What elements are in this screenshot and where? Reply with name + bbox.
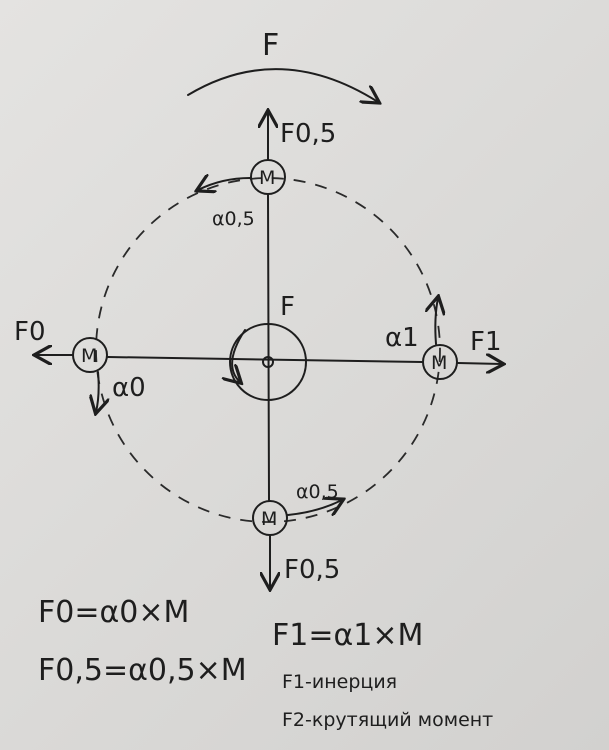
vertical-axis: [267, 194, 270, 501]
svg-text:M: M: [431, 352, 447, 374]
left-acceleration-arrow: [96, 371, 99, 412]
formula-f1: F1=α1×M: [272, 618, 423, 653]
center-torque-arrow: [232, 329, 246, 382]
top-acceleration-text: α0,5: [212, 208, 255, 230]
note-torque: F2-крутящий момент: [282, 709, 493, 731]
note-inertia: F1-инерция: [282, 671, 397, 693]
right-force-arrow: [457, 363, 502, 364]
orbit-circle: [95, 177, 441, 523]
top-force-label: F: [262, 28, 279, 63]
bottom-acceleration-arrow: [287, 500, 342, 515]
left-force-text: F0: [14, 317, 46, 347]
svg-text:M: M: [261, 508, 277, 530]
horizontal-axis: [107, 356, 423, 363]
bottom-acceleration-text: α0,5: [296, 481, 339, 503]
rotation-arrow: [187, 68, 378, 102]
svg-text:M: M: [259, 167, 275, 189]
right-force-text: F1: [470, 327, 502, 357]
formula-f05: F0,5=α0,5×M: [38, 653, 247, 688]
right-acceleration-arrow: [435, 298, 438, 345]
mass-bottom: M: [252, 500, 288, 536]
center-pivot: [262, 356, 274, 368]
center-hub: [229, 323, 307, 401]
mass-right: M: [422, 344, 458, 380]
left-acceleration-text: α0: [112, 373, 146, 403]
bottom-force-text: F0,5: [284, 555, 340, 585]
right-acceleration-text: α1: [385, 323, 419, 353]
center-force-label: F: [280, 292, 295, 322]
mass-top: M: [250, 159, 286, 195]
svg-text:M: M: [81, 345, 97, 367]
top-acceleration-arrow: [198, 178, 251, 190]
formula-f0: F0=α0×M: [38, 595, 189, 630]
mass-left: M: [72, 337, 108, 373]
top-force-text: F0,5: [280, 119, 336, 149]
